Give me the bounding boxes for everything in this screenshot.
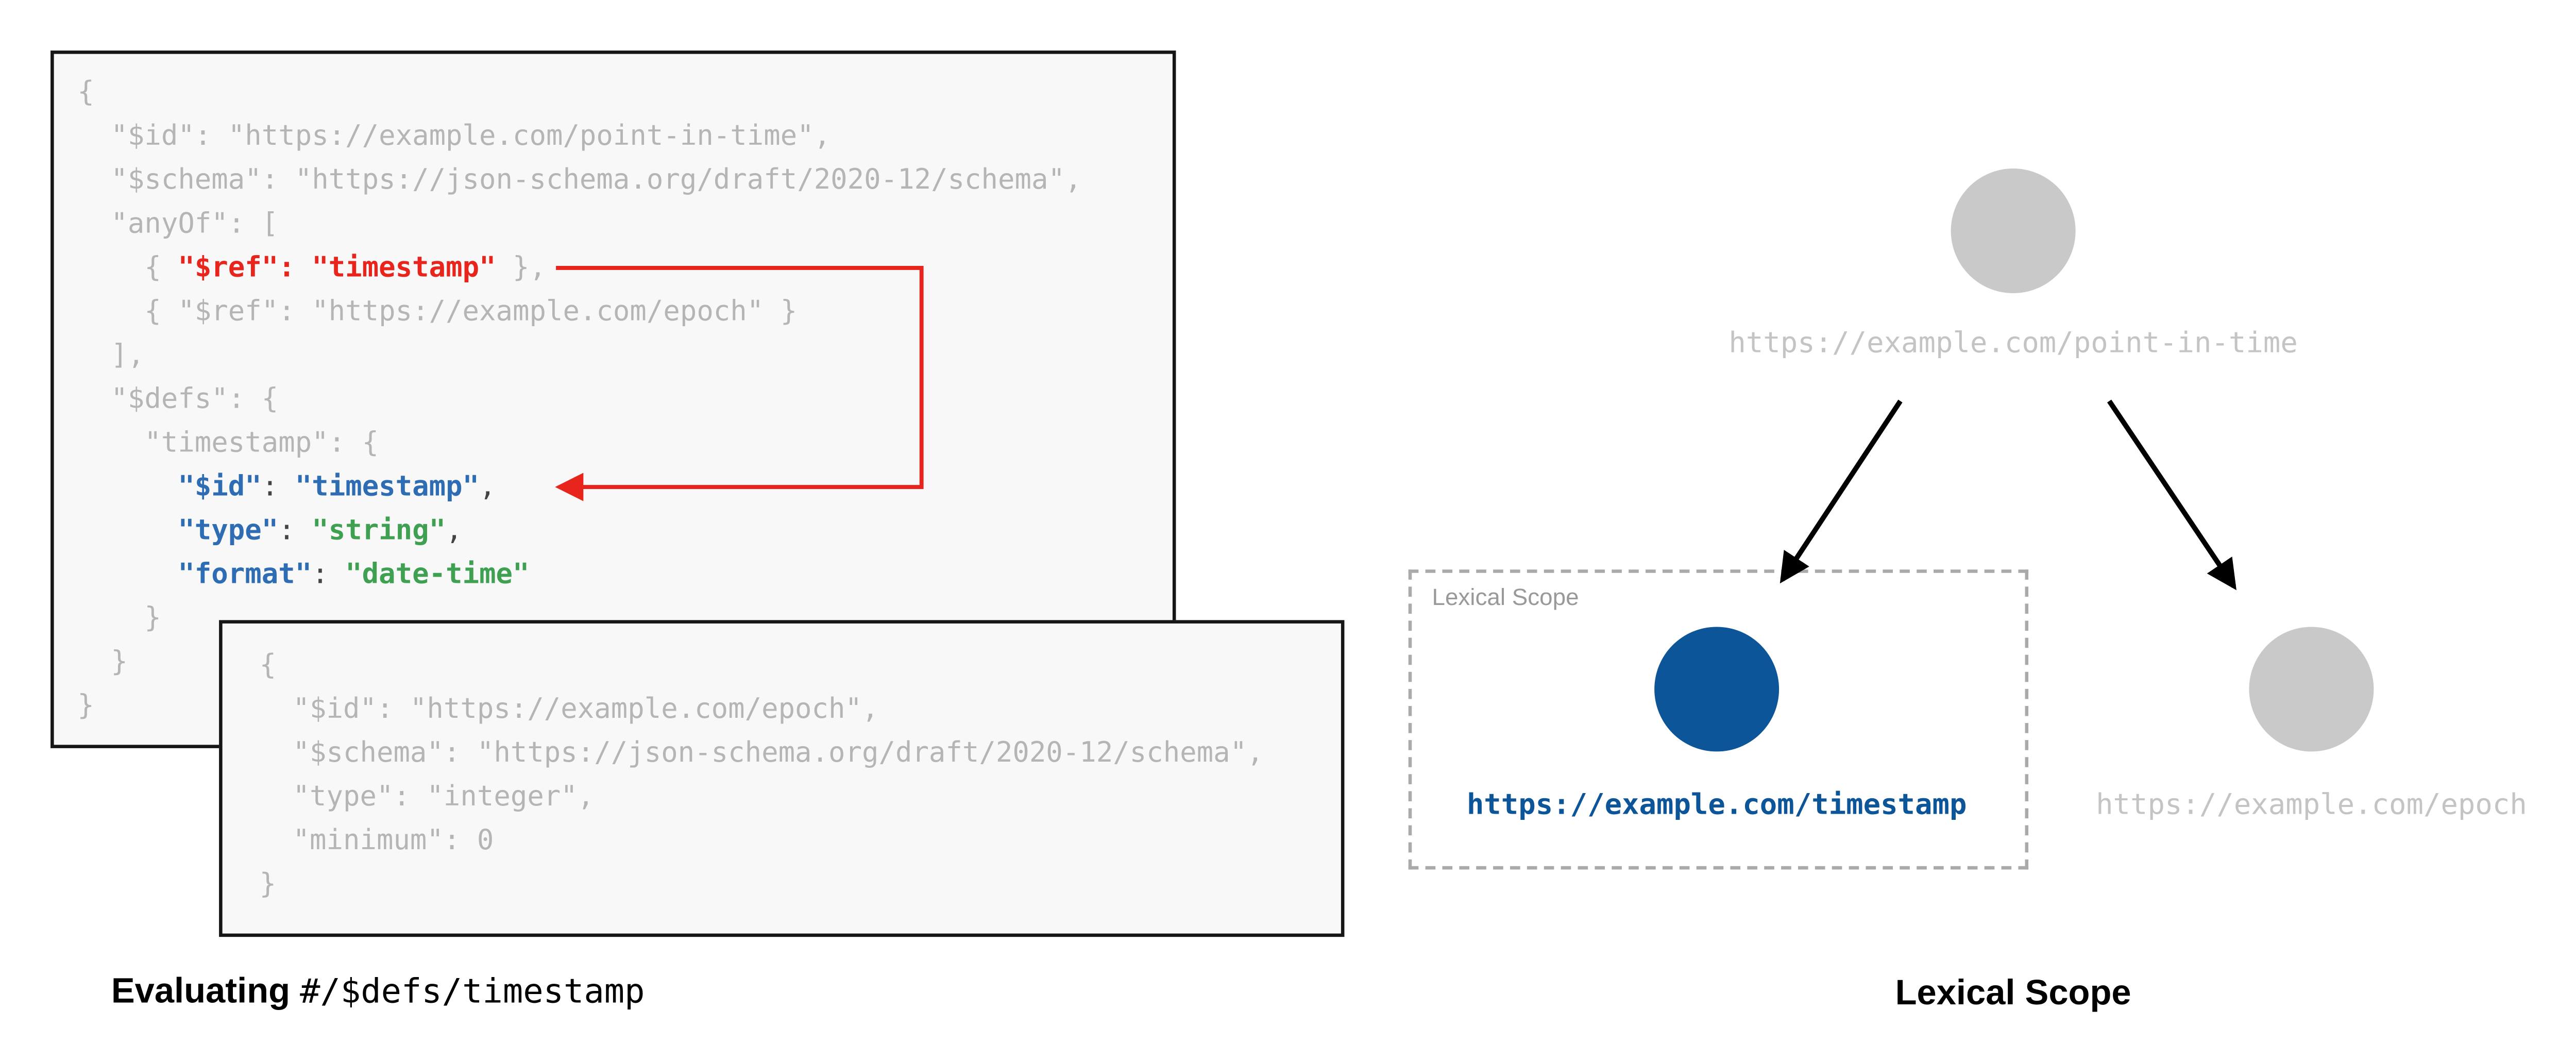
epoch-schema-code: { "$id": "https://example.com/epoch", "$…: [223, 624, 1341, 927]
code-line: ],: [77, 339, 145, 371]
code-line: "type": "string",: [77, 514, 463, 546]
code-line: "$id": "https://example.com/epoch",: [259, 692, 879, 725]
right-caption: Lexical Scope: [1895, 974, 2131, 1013]
code-line: { "$ref": "https://example.com/epoch" }: [77, 295, 798, 327]
code-line: }: [77, 645, 128, 678]
lexical-scope-box: Lexical Scope: [1408, 569, 2029, 870]
timestamp-schema-label: https://example.com/timestamp: [1466, 788, 1967, 822]
code-line: {: [77, 76, 94, 108]
code-line: "anyOf": [: [77, 207, 279, 240]
lexical-scope-box-label: Lexical Scope: [1432, 583, 1579, 610]
code-line: "$defs": {: [77, 382, 279, 415]
code-line: "$schema": "https://json-schema.org/draf…: [259, 736, 1264, 769]
code-line: "format": "date-time": [77, 558, 530, 590]
code-line: }: [259, 868, 277, 900]
code-line: "$id": "https://example.com/point-in-tim…: [77, 120, 831, 152]
timestamp-schema-node: [1654, 627, 1780, 752]
root-schema-label: https://example.com/point-in-time: [1728, 327, 2298, 361]
code-line: "type": "integer",: [259, 780, 595, 813]
epoch-schema-label: https://example.com/epoch: [2096, 788, 2527, 822]
left-caption-prefix: Evaluating: [111, 972, 300, 1011]
epoch-schema-node: [2249, 627, 2374, 752]
code-line: "timestamp": {: [77, 426, 379, 459]
code-line: "$schema": "https://json-schema.org/draf…: [77, 163, 1082, 196]
code-line: "$id": "timestamp",: [77, 470, 496, 502]
code-line: }: [77, 601, 161, 634]
code-line: { "$ref": "timestamp" },: [77, 251, 547, 283]
code-line: "minimum": 0: [259, 824, 494, 856]
point-in-time-schema-code: { "$id": "https://example.com/point-in-t…: [54, 54, 1173, 745]
tree-edge-to-epoch: [2107, 399, 2236, 591]
left-caption: Evaluating #/$defs/timestamp: [111, 971, 645, 1013]
epoch-schema-panel: { "$id": "https://example.com/epoch", "$…: [219, 620, 1345, 937]
code-line: {: [259, 648, 277, 681]
left-caption-path: #/$defs/timestamp: [300, 970, 645, 1011]
root-schema-node: [1951, 169, 2076, 293]
code-line: }: [77, 689, 94, 721]
tree-edge-to-timestamp: [1780, 399, 1903, 584]
